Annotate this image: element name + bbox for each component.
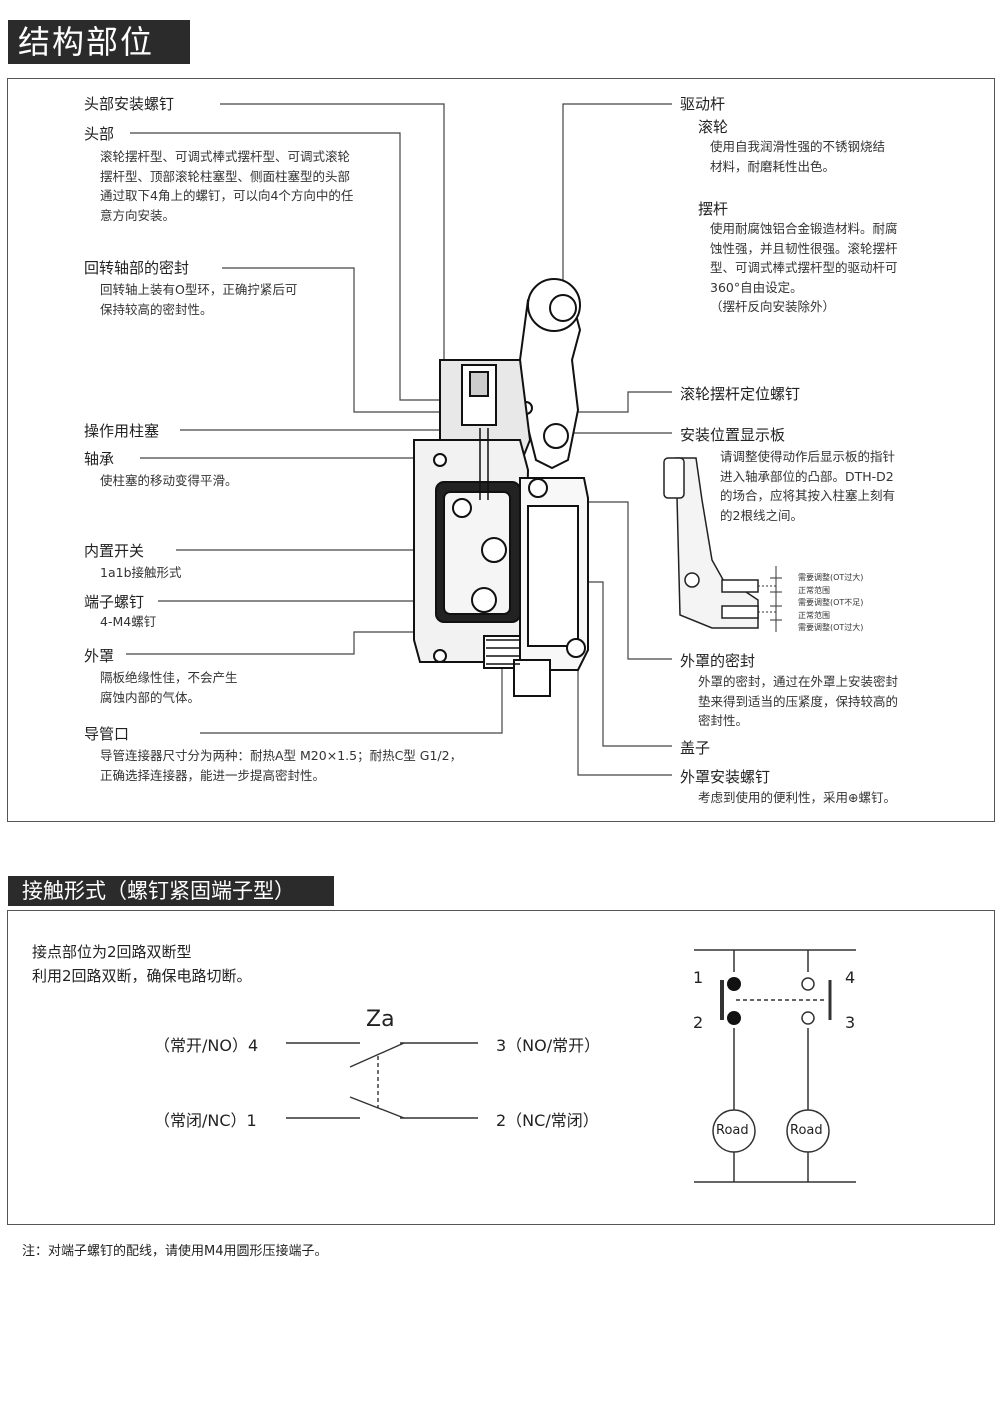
range-ot-under: 需要调整(OT不足) — [798, 598, 864, 607]
contact-frame — [7, 910, 995, 1225]
desc-head: 滚轮摆杆型、可调式棒式摆杆型、可调式滚轮摆杆型、顶部滚轮柱塞型、侧面柱塞型的头部… — [100, 149, 354, 223]
desc-housing-seal: 外罩的密封，通过在外罩上安装密封垫来得到适当的压紧度，保持较高的 密封性。 — [698, 674, 899, 728]
label-conduit: 导管口 — [84, 725, 130, 743]
label-housing: 外罩 — [84, 647, 115, 665]
contact-symbol-za: Za — [366, 1007, 395, 1032]
range-ot-over-1: 需要调整(OT过大) — [798, 573, 864, 582]
label-bearing: 轴承 — [84, 450, 115, 468]
label-position-indicator: 安装位置显示板 — [680, 426, 786, 444]
label-builtin-switch: 内置开关 — [84, 542, 145, 560]
wiring-note: 注：对端子螺钉的配线，请使用M4用圆形压接端子。 — [22, 1244, 328, 1259]
label-shaft-seal: 回转轴部的密封 — [84, 259, 190, 277]
circuit-terminal-4: 4 — [845, 968, 856, 987]
label-housing-seal: 外罩的密封 — [680, 652, 756, 670]
range-normal-2: 正常范围 — [798, 611, 830, 620]
label-actuator: 驱动杆 — [680, 95, 726, 113]
desc-lever: 使用耐腐蚀铝合金锻造材料。耐腐蚀性强，并且韧性很强。滚轮摆杆 型、可调式棒式摆杆… — [710, 221, 898, 314]
label-lever-set-screw: 滚轮摆杆定位螺钉 — [680, 385, 801, 403]
contact-no-left: （常开/NO）4 — [154, 1036, 259, 1055]
circuit-load-1: Road — [716, 1123, 749, 1138]
circuit-terminal-1: 1 — [693, 968, 704, 987]
circuit-terminal-2: 2 — [693, 1013, 704, 1032]
desc-cover-mount-screw: 考虑到使用的便利性，采用⊕螺钉。 — [698, 790, 896, 805]
circuit-load-2: Road — [790, 1123, 823, 1138]
contact-no-right: 3（NO/常开） — [496, 1036, 601, 1055]
desc-roller: 使用自我润滑性强的不锈钢烧结材料，耐磨耗性出色。 — [710, 139, 886, 174]
contact-nc-left: （常闭/NC）1 — [154, 1111, 257, 1130]
desc-bearing: 使柱塞的移动变得平滑。 — [100, 473, 238, 488]
label-head-mount-screw: 头部安装螺钉 — [84, 95, 175, 113]
section-title-contact: 接触形式（螺钉紧固端子型） — [8, 876, 334, 906]
label-cover: 盖子 — [680, 739, 711, 757]
desc-builtin-switch: 1a1b接触形式 — [100, 565, 182, 580]
circuit-terminal-3: 3 — [845, 1013, 856, 1032]
contact-intro: 接点部位为2回路双断型 利用2回路双断，确保电路切断。 — [32, 943, 252, 985]
section-title-structure: 结构部位 — [8, 20, 190, 64]
label-head: 头部 — [84, 125, 115, 143]
label-lever: 摆杆 — [698, 200, 729, 218]
range-normal-1: 正常范围 — [798, 586, 830, 595]
range-ot-over-2: 需要调整(OT过大) — [798, 623, 864, 632]
desc-housing: 隔板绝缘性佳，不会产生腐蚀内部的气体。 — [100, 670, 238, 705]
label-plunger: 操作用柱塞 — [84, 422, 160, 440]
desc-position-indicator: 请调整使得动作后显示板的指针进入轴承部位的凸部。DTH-D2 的场合，应将其按入… — [720, 449, 896, 523]
structure-frame — [7, 78, 995, 822]
label-terminal-screw: 端子螺钉 — [84, 593, 145, 611]
contact-nc-right: 2（NC/常闭） — [496, 1111, 599, 1130]
label-roller: 滚轮 — [698, 118, 729, 136]
label-cover-mount-screw: 外罩安装螺钉 — [680, 768, 771, 786]
desc-conduit: 导管连接器尺寸分为两种：耐热A型 M20×1.5；耐热C型 G1/2，正确选择连… — [100, 748, 463, 783]
desc-shaft-seal: 回转轴上装有O型环，正确拧紧后可保持较高的密封性。 — [100, 282, 298, 317]
desc-terminal-screw: 4-M4螺钉 — [100, 614, 157, 629]
